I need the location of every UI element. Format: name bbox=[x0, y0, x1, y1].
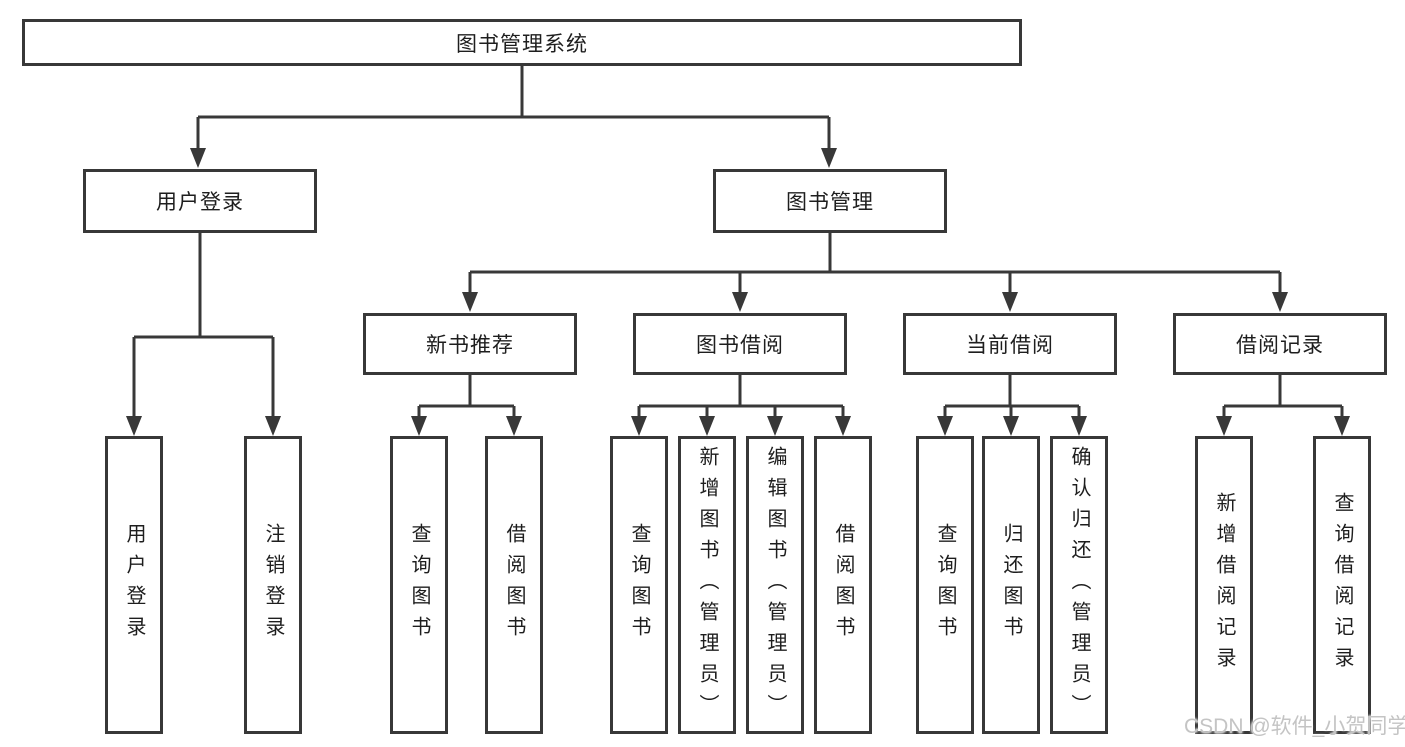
arrowhead-down-icon bbox=[411, 416, 427, 436]
connector-root-to-level2 bbox=[190, 66, 837, 168]
leaf-query-books-3: 查询图书 bbox=[916, 436, 974, 734]
arrowhead-down-icon bbox=[1002, 292, 1018, 312]
connector-borrowing-records-to-leaves bbox=[1216, 375, 1350, 436]
leaf-add-borrow-record: 新增借阅记录 bbox=[1195, 436, 1253, 734]
node-root-label: 图书管理系统 bbox=[456, 32, 588, 56]
leaf-user-login-label: 用户登录 bbox=[123, 523, 145, 647]
arrowhead-down-icon bbox=[1334, 416, 1350, 436]
connector-current-borrowing-to-leaves bbox=[937, 375, 1087, 436]
arrowhead-down-icon bbox=[937, 416, 953, 436]
leaf-borrow-books-2: 借阅图书 bbox=[814, 436, 872, 734]
leaf-query-borrow-record-label: 查询借阅记录 bbox=[1331, 492, 1353, 678]
arrowhead-down-icon bbox=[126, 416, 142, 436]
leaf-query-books-1: 查询图书 bbox=[390, 436, 448, 734]
node-new-book-recommend: 新书推荐 bbox=[363, 313, 577, 375]
leaf-confirm-return-admin-label: 确认归还（管理员） bbox=[1068, 445, 1090, 725]
arrowhead-down-icon bbox=[835, 416, 851, 436]
leaf-query-books-2-label: 查询图书 bbox=[628, 523, 650, 647]
leaf-borrow-books-2-label: 借阅图书 bbox=[832, 523, 854, 647]
arrowhead-down-icon bbox=[631, 416, 647, 436]
leaf-confirm-return-admin: 确认归还（管理员） bbox=[1050, 436, 1108, 734]
leaf-return-books-label: 归还图书 bbox=[1000, 523, 1022, 647]
watermark: CSDN @软件_小贺同学 bbox=[1184, 715, 1405, 738]
node-book-management-label: 图书管理 bbox=[786, 191, 874, 214]
leaf-edit-books-admin: 编辑图书（管理员） bbox=[746, 436, 804, 734]
leaf-edit-books-admin-label: 编辑图书（管理员） bbox=[764, 445, 786, 725]
node-book-management: 图书管理 bbox=[713, 169, 947, 233]
leaf-user-login: 用户登录 bbox=[105, 436, 163, 734]
leaf-logout: 注销登录 bbox=[244, 436, 302, 734]
connector-book-management-to-level3 bbox=[462, 233, 1288, 312]
connector-new-book-recommend-to-leaves bbox=[411, 375, 522, 436]
node-user-login-label: 用户登录 bbox=[156, 191, 244, 214]
leaf-add-books-admin: 新增图书（管理员） bbox=[678, 436, 736, 734]
node-new-book-recommend-label: 新书推荐 bbox=[426, 334, 514, 357]
node-book-borrowing-label: 图书借阅 bbox=[696, 334, 784, 357]
leaf-query-borrow-record: 查询借阅记录 bbox=[1313, 436, 1371, 734]
leaf-logout-label: 注销登录 bbox=[262, 523, 284, 647]
node-current-borrowing-label: 当前借阅 bbox=[966, 334, 1054, 357]
node-root: 图书管理系统 bbox=[22, 19, 1022, 66]
arrowhead-down-icon bbox=[732, 292, 748, 312]
arrowhead-down-icon bbox=[767, 416, 783, 436]
leaf-borrow-books-1-label: 借阅图书 bbox=[503, 523, 525, 647]
node-user-login: 用户登录 bbox=[83, 169, 317, 233]
arrowhead-down-icon bbox=[506, 416, 522, 436]
arrowhead-down-icon bbox=[821, 148, 837, 168]
arrowhead-down-icon bbox=[462, 292, 478, 312]
leaf-borrow-books-1: 借阅图书 bbox=[485, 436, 543, 734]
node-current-borrowing: 当前借阅 bbox=[903, 313, 1117, 375]
connector-user-login-to-leaves bbox=[126, 233, 281, 436]
leaf-query-books-3-label: 查询图书 bbox=[934, 523, 956, 647]
connector-book-borrowing-to-leaves bbox=[631, 375, 851, 436]
arrowhead-down-icon bbox=[1071, 416, 1087, 436]
leaf-return-books: 归还图书 bbox=[982, 436, 1040, 734]
leaf-add-books-admin-label: 新增图书（管理员） bbox=[696, 445, 718, 725]
arrowhead-down-icon bbox=[1003, 416, 1019, 436]
node-book-borrowing: 图书借阅 bbox=[633, 313, 847, 375]
leaf-add-borrow-record-label: 新增借阅记录 bbox=[1213, 492, 1235, 678]
arrowhead-down-icon bbox=[265, 416, 281, 436]
arrowhead-down-icon bbox=[1216, 416, 1232, 436]
leaf-query-books-1-label: 查询图书 bbox=[408, 523, 430, 647]
arrowhead-down-icon bbox=[190, 148, 206, 168]
arrowhead-down-icon bbox=[1272, 292, 1288, 312]
leaf-query-books-2: 查询图书 bbox=[610, 436, 668, 734]
node-borrowing-records-label: 借阅记录 bbox=[1236, 334, 1324, 357]
arrowhead-down-icon bbox=[699, 416, 715, 436]
node-borrowing-records: 借阅记录 bbox=[1173, 313, 1387, 375]
